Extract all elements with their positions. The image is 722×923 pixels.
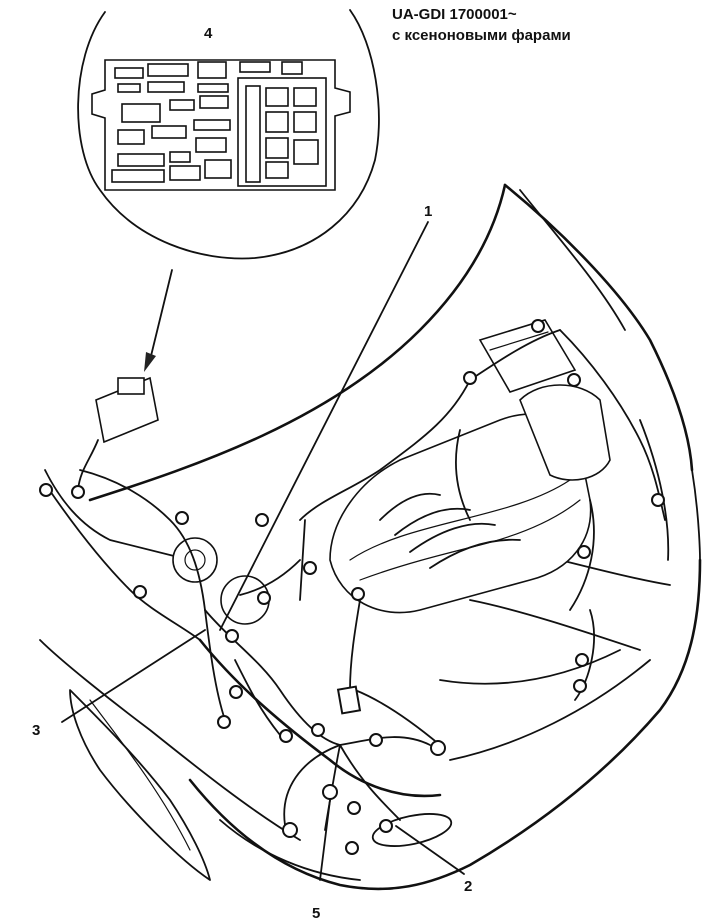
inset-leader-arrow (144, 352, 156, 372)
leader-2 (395, 825, 465, 875)
fuse-box-relays (237, 77, 327, 187)
fog-lamp (371, 813, 453, 847)
fuse-box-fuses (111, 61, 303, 183)
callout-1: 1 (424, 203, 432, 220)
callout-leaders (61, 221, 465, 881)
leader-1 (219, 221, 429, 631)
diagram-caption: UA-GDI 1700001~ с ксеноновыми фарами (392, 4, 571, 46)
harness-connectors (39, 319, 665, 855)
fuse-box-inset (77, 9, 380, 260)
car-body-outline (39, 183, 702, 891)
leader-5 (319, 799, 331, 881)
leader-3 (61, 629, 206, 723)
left-headlight (69, 689, 211, 881)
inset-leader-line (149, 269, 173, 361)
engine-block (172, 319, 611, 625)
callout-4: 4 (204, 25, 213, 42)
air-cleaner (519, 384, 611, 481)
caption-model-line: UA-GDI 1700001~ (392, 6, 517, 23)
callout-3: 3 (32, 722, 40, 739)
caption-xenon-line: с ксеноновыми фарами (392, 27, 571, 44)
callout-5: 5 (312, 905, 320, 922)
battery (478, 319, 577, 393)
callout-2: 2 (464, 878, 472, 895)
relay-box-on-car (77, 376, 159, 491)
left-strut-tower (172, 537, 218, 583)
